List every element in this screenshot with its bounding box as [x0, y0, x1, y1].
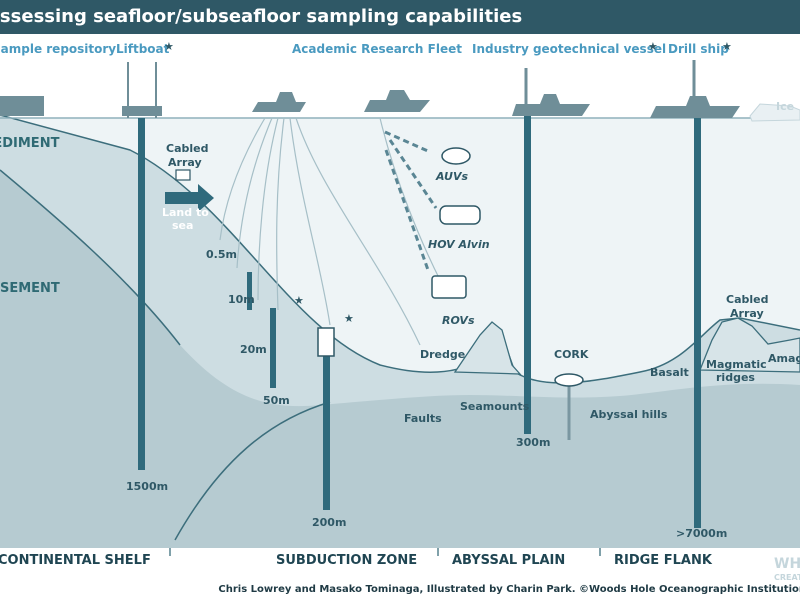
label-seamounts: Seamounts — [460, 400, 530, 413]
label-drill-ship: Drill ship — [668, 42, 729, 56]
depth-10m: 10m — [228, 293, 255, 306]
label-dredge: Dredge — [420, 348, 465, 361]
credit-line: Chris Lowrey and Masako Tominaga, Illust… — [0, 584, 800, 600]
rov-vehicle — [431, 275, 467, 299]
depth-7000m: >7000m — [676, 527, 727, 540]
label-auvs: AUVs — [435, 170, 468, 183]
label-land-to-sea-2: sea — [172, 219, 193, 232]
label-cabled-array-left-2: Array — [168, 156, 202, 169]
hov-alvin-vehicle — [439, 205, 481, 225]
label-rovs: ROVs — [442, 314, 475, 327]
core-50m — [270, 308, 276, 388]
watermark-2: CREAT — [774, 573, 800, 582]
research-ship-2 — [364, 90, 430, 112]
research-ship-1 — [252, 92, 306, 112]
label-sediment: SEDIMENT — [0, 136, 60, 151]
label-basalt: Basalt — [650, 366, 689, 379]
depth-05m: 0.5m — [206, 248, 237, 261]
title-bar: Assessing seafloor/subseafloor sampling … — [0, 0, 800, 34]
label-hov-alvin: HOV Alvin — [428, 238, 490, 251]
sampling-diagram: Sample repository Liftboat ★ Academic Re… — [0, 34, 800, 584]
auv-vehicle — [441, 147, 471, 165]
core-10m — [247, 272, 252, 310]
label-faults: Faults — [404, 412, 442, 425]
star-liftboat: ★ — [164, 40, 174, 53]
zone-ridge-flank: RIDGE FLANK — [614, 553, 713, 568]
zone-separators — [169, 548, 601, 556]
star-drill-ship: ★ — [722, 40, 732, 53]
label-cork: CORK — [554, 348, 589, 361]
land-to-sea-arrow — [165, 184, 214, 212]
label-cabled-array-left-1: Cabled — [166, 142, 208, 155]
label-ice: Ice — [776, 100, 794, 113]
label-geotech-vessel: Industry geotechnical vessel — [472, 42, 666, 56]
repository-building — [0, 96, 44, 116]
credit-text: Chris Lowrey and Masako Tominaga, Illust… — [218, 584, 800, 595]
deployment-arrows — [384, 130, 438, 271]
subduction-curve — [174, 401, 331, 541]
geotech-vessel — [512, 68, 590, 116]
label-abyssal-hills: Abyssal hills — [590, 408, 668, 421]
label-sample-repository: Sample repository — [0, 42, 116, 56]
label-research-fleet: Academic Research Fleet — [292, 42, 462, 56]
label-cabled-array-right-1: Cabled — [726, 293, 768, 306]
zone-abyssal-plain: ABYSSAL PLAIN — [452, 553, 565, 568]
page-title: Assessing seafloor/subseafloor sampling … — [0, 6, 523, 27]
depth-200m: 200m — [312, 516, 346, 529]
drill-string-liftboat — [138, 118, 145, 470]
seamount — [453, 321, 522, 375]
drill-string-drillship — [694, 118, 701, 528]
watermark-1: WH — [774, 556, 800, 572]
magmatic-ridges — [699, 317, 800, 373]
star-geotech: ★ — [648, 40, 658, 53]
star-core: ★ — [294, 294, 304, 307]
ice-floe — [749, 103, 800, 122]
drill-string-geotech — [524, 116, 531, 434]
depth-50m: 50m — [263, 394, 290, 407]
tether-lines — [219, 117, 441, 346]
zone-continental-shelf: CONTINENTAL SHELF — [0, 553, 151, 568]
label-land-to-sea-1: Land to — [162, 206, 209, 219]
label-cabled-array-right-2: Array — [730, 307, 764, 320]
liftboat — [122, 62, 162, 118]
lander — [317, 327, 335, 357]
drill-ship — [650, 60, 740, 118]
basement-boundary — [0, 169, 181, 346]
cork-device — [554, 373, 584, 387]
label-basement: BASEMENT — [0, 281, 60, 296]
depth-20m: 20m — [240, 343, 267, 356]
zone-subduction: SUBDUCTION ZONE — [276, 553, 417, 568]
cabled-array-node-left — [175, 169, 191, 181]
depth-300m: 300m — [516, 436, 550, 449]
label-amag: Amag — [768, 352, 800, 365]
label-liftboat: Liftboat — [116, 42, 170, 56]
depth-1500m: 1500m — [126, 480, 168, 493]
label-magmatic-2: ridges — [716, 371, 755, 384]
drill-string-200m — [323, 345, 330, 510]
star-lander: ★ — [344, 312, 354, 325]
label-magmatic-1: Magmatic — [706, 358, 767, 371]
basement-layer — [0, 170, 800, 548]
